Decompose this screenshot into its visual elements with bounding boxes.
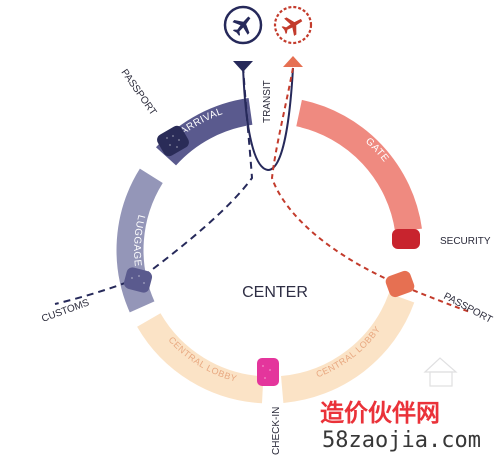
- departure-arrowhead: [283, 56, 303, 67]
- security-node: [392, 229, 420, 249]
- passport-in-label: PASSPORT: [119, 67, 159, 117]
- watermark-url: 58zaojia.com: [322, 428, 481, 453]
- node-dot-pattern: [131, 135, 271, 379]
- central-lobby-left-segment: [137, 312, 264, 404]
- watermark-house-icon: [423, 357, 458, 387]
- watermark: 造价伙伴网 58zaojia.com: [320, 357, 481, 453]
- passport-out-node: [385, 270, 415, 298]
- gate-segment: [296, 99, 422, 233]
- transit-flow-path: [242, 65, 294, 172]
- departure-plane-icon: [273, 5, 313, 45]
- transit-label: TRANSIT: [262, 80, 273, 123]
- center-label: CENTER: [242, 284, 308, 301]
- arrival-arrowhead: [233, 61, 253, 72]
- central-lobby-right-segment: [280, 293, 415, 403]
- customs-node: [123, 267, 153, 293]
- passport-out-label: PASSPORT: [442, 291, 494, 326]
- watermark-chinese: 造价伙伴网: [320, 399, 440, 427]
- departure-flow-path: [270, 67, 471, 313]
- check-in-node: [257, 358, 279, 386]
- check-in-label: CHECK-IN: [271, 407, 282, 455]
- luggage-segment: [116, 168, 163, 313]
- security-label: SECURITY: [440, 236, 491, 247]
- arrival-plane-icon: [223, 5, 263, 45]
- passport-in-node: [157, 125, 189, 157]
